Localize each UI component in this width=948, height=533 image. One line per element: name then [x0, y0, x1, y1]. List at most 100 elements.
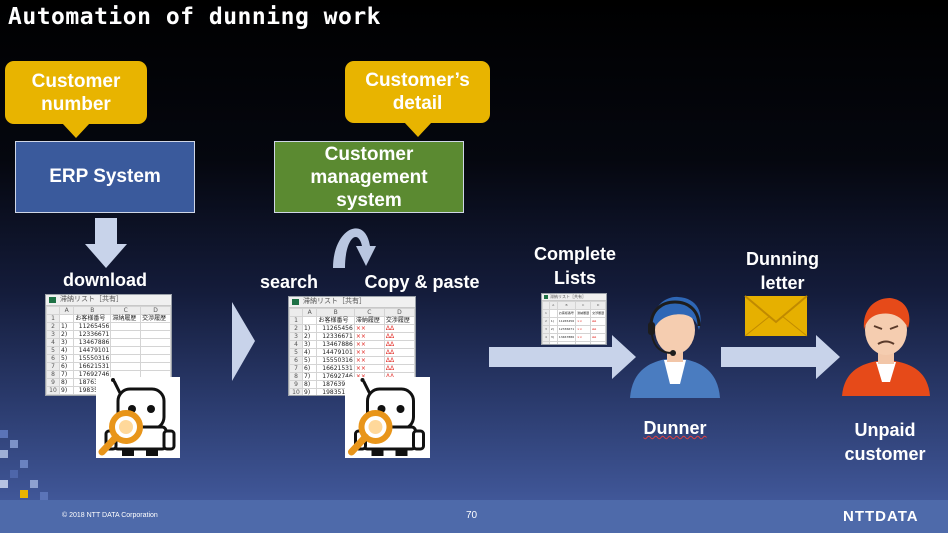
excel-icon [49, 297, 56, 303]
page-title: Automation of dunning work [8, 4, 382, 30]
row-number: 8 [46, 370, 60, 379]
column-header: 交渉履歴 [590, 309, 606, 318]
column-header: お客様番号 [73, 314, 112, 323]
row-index: 1) [301, 324, 318, 333]
row-index: 9) [301, 388, 318, 395]
column-letter: C [110, 306, 142, 315]
row-index: 2) [58, 330, 75, 339]
empty-cell [110, 362, 142, 371]
row-number: 6 [46, 354, 60, 363]
column-letter: A [58, 306, 75, 315]
row-number: 11 [46, 394, 60, 395]
negotiation-mark-cell: ΔΔ [383, 332, 415, 341]
column-header: 滞納履歴 [110, 314, 142, 323]
customer-id-cell: 12336671 [73, 330, 112, 339]
customer-id-cell: 11265456 [316, 324, 355, 333]
row-index: 7) [58, 370, 75, 379]
empty-cell [140, 346, 171, 355]
robot-magnifier-icon [348, 378, 425, 456]
row-number: 9 [289, 380, 303, 389]
row-index: 4) [58, 346, 75, 355]
column-letter: D [590, 301, 606, 310]
sheet-title: 滞納リスト［共有］ [550, 294, 586, 299]
row-index: 2) [548, 325, 558, 334]
row-index: 2) [301, 332, 318, 341]
negotiation-mark-cell: ΔΔ [383, 356, 415, 365]
row-number: 3 [46, 330, 60, 339]
column-letter: D [383, 308, 415, 317]
sheet-title-bar: 滞納リスト［共有］ [289, 297, 415, 308]
decorative-squares [0, 430, 48, 500]
history-mark-cell: ×× [575, 317, 592, 326]
history-mark-cell: ×× [353, 356, 385, 365]
dunner-icon [630, 296, 720, 398]
row-index: 3) [301, 340, 318, 349]
empty-cell [140, 330, 171, 339]
down-arrow-icon [85, 218, 127, 268]
column-letter: B [316, 308, 355, 317]
customer-id-cell: 16621531 [316, 364, 355, 373]
row-index: 7) [301, 372, 318, 381]
dunning-letter-label: Dunning letter [746, 249, 819, 293]
sheet-title: 滞納リスト［共有］ [303, 298, 366, 305]
column-letter: C [575, 301, 592, 310]
column-header: 交渉履歴 [140, 314, 171, 323]
footer-bar [0, 500, 948, 533]
history-mark-cell: ×× [353, 332, 385, 341]
customer-id-cell: 11265456 [556, 317, 577, 326]
empty-cell [140, 354, 171, 363]
row-index: 3) [548, 333, 558, 342]
customer-id-cell: 14479101 [556, 341, 577, 344]
row-number: 10 [46, 386, 60, 395]
unpaid-customer-icon [842, 298, 930, 396]
row-number: 7 [289, 364, 303, 373]
robot-magnifier-image [96, 377, 180, 458]
history-mark-cell: ×× [353, 340, 385, 349]
column-header: お客様番号 [316, 316, 355, 325]
robot-magnifier-icon [98, 378, 176, 456]
row-number: 2 [46, 322, 60, 331]
customer-number-callout: Customer number [5, 61, 147, 138]
negotiation-mark-cell: ΔΔ [590, 333, 606, 342]
sheet-title-bar: 滞納リスト［共有］ [542, 294, 606, 301]
customer-detail-callout: Customer’s detail [345, 61, 490, 137]
customer-id-cell: 13467886 [73, 338, 112, 347]
customer-id-cell: 11265456 [73, 322, 112, 331]
row-number: 5 [46, 346, 60, 355]
customer-id-cell: 14479101 [73, 346, 112, 355]
negotiation-mark-cell: ΔΔ [383, 364, 415, 373]
customer-number-label: Customer number [31, 70, 121, 115]
negotiation-mark-cell: ΔΔ [590, 317, 606, 326]
customer-management-system-label: Customer management system [310, 143, 428, 211]
negotiation-mark-cell: ΔΔ [590, 341, 606, 344]
row-number: 8 [289, 372, 303, 381]
envelope-icon [744, 295, 808, 337]
negotiation-mark-cell: ΔΔ [383, 340, 415, 349]
customer-id-cell: 13467886 [556, 333, 577, 342]
column-letter: B [556, 301, 577, 310]
history-mark-cell: ×× [575, 325, 592, 334]
history-mark-cell: ×× [353, 348, 385, 357]
customer-id-cell: 12336671 [556, 325, 577, 334]
row-index: 8) [58, 378, 75, 387]
row-index: 3) [58, 338, 75, 347]
row-index: 8) [301, 380, 318, 389]
row-number: 3 [542, 325, 550, 334]
customer-id-cell: 15550316 [316, 356, 355, 365]
